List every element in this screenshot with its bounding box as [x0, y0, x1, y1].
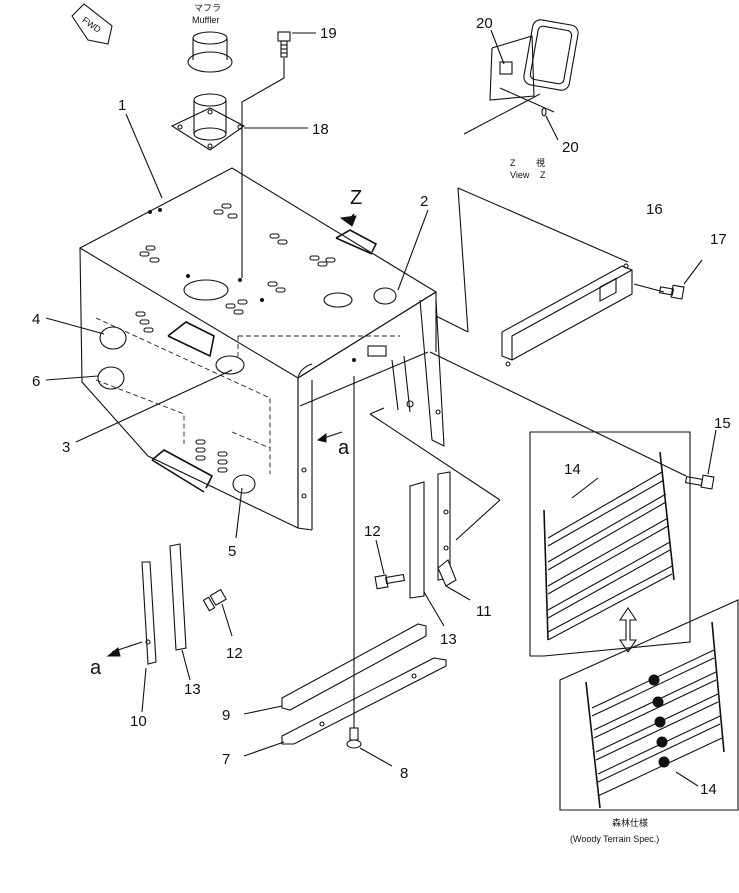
- bolt-8: [346, 376, 393, 767]
- callout-7: 7: [222, 751, 230, 768]
- view-z-jp: 視: [536, 157, 545, 168]
- callout-17: 17: [710, 231, 727, 248]
- leader-6: [45, 375, 99, 381]
- callout-13-left: 13: [184, 681, 201, 698]
- woody-en-label: (Woody Terrain Spec.): [570, 834, 659, 844]
- callout-15: 15: [714, 415, 731, 432]
- view-z-view: View: [510, 170, 530, 180]
- callout-3: 3: [62, 439, 70, 456]
- callout-18: 18: [312, 121, 329, 138]
- callout-12-left: 12: [226, 645, 243, 662]
- callout-13-right: 13: [440, 631, 457, 648]
- part-11-13-pair: [369, 407, 501, 627]
- part-9-rail: [243, 623, 427, 715]
- callout-8: 8: [400, 765, 408, 782]
- muffler-part: [187, 31, 233, 73]
- callout-10: 10: [130, 713, 147, 730]
- part-7-rail: [243, 657, 447, 757]
- leader-2: [397, 209, 429, 291]
- callout-11: 11: [476, 603, 492, 620]
- callout-14-lower: 14: [700, 781, 717, 798]
- callout-14-upper: 14: [564, 461, 581, 478]
- callout-6: 6: [32, 373, 40, 390]
- callout-4: 4: [32, 311, 40, 328]
- bolt-12-right: [374, 539, 406, 590]
- callout-16: 16: [646, 201, 663, 218]
- section-a-lower-label: a: [90, 657, 102, 679]
- leader-3: [75, 369, 233, 443]
- woody-jp-label: 森林仕様: [612, 817, 648, 828]
- muffler-adapter: [170, 93, 246, 151]
- bolt-19: [277, 31, 291, 58]
- callout-12-right: 12: [364, 523, 381, 540]
- callout-9: 9: [222, 707, 230, 724]
- grille-14-standard: [529, 431, 691, 657]
- callout-2: 2: [420, 193, 428, 210]
- hood-body: [78, 167, 438, 529]
- callout-5: 5: [228, 543, 236, 560]
- section-a-arrow-upper: a: [316, 431, 350, 459]
- bolt-12-left: [202, 588, 233, 637]
- callout-20-upper: 20: [476, 15, 493, 32]
- grille-14-woody: 森林仕様 (Woody Terrain Spec.): [559, 599, 739, 844]
- muffler-jp-label: マフラ: [194, 3, 221, 13]
- callouts: 1 2 3 4 5 6 7 8 9 10 11 12 12 13 13 14 1…: [32, 15, 731, 798]
- arrow-z-label: Z: [350, 187, 362, 209]
- callout-19: 19: [320, 25, 337, 42]
- section-a-upper-label: a: [338, 437, 350, 459]
- view-z-bottom-letter: Z: [540, 170, 546, 180]
- leader-5: [235, 487, 243, 539]
- callout-1: 1: [118, 97, 126, 114]
- view-z-top-letter: Z: [510, 158, 516, 168]
- fwd-indicator: FWD: [71, 3, 113, 45]
- view-z-arrow: Z: [339, 187, 362, 227]
- bolt-15: [429, 351, 717, 490]
- view-z-detail: Z 視 View Z: [463, 19, 579, 180]
- interchange-arrow: [618, 607, 638, 653]
- callout-20-lower: 20: [562, 139, 579, 156]
- bolt-17: [658, 259, 703, 300]
- leader-1: [125, 113, 163, 199]
- part-10-13-pair: a: [90, 543, 191, 713]
- muffler-label: Muffler: [192, 15, 219, 25]
- front-frame: [297, 291, 445, 531]
- leader-4: [45, 317, 105, 335]
- part-16-panel: [435, 187, 665, 367]
- fwd-label: FWD: [80, 15, 103, 35]
